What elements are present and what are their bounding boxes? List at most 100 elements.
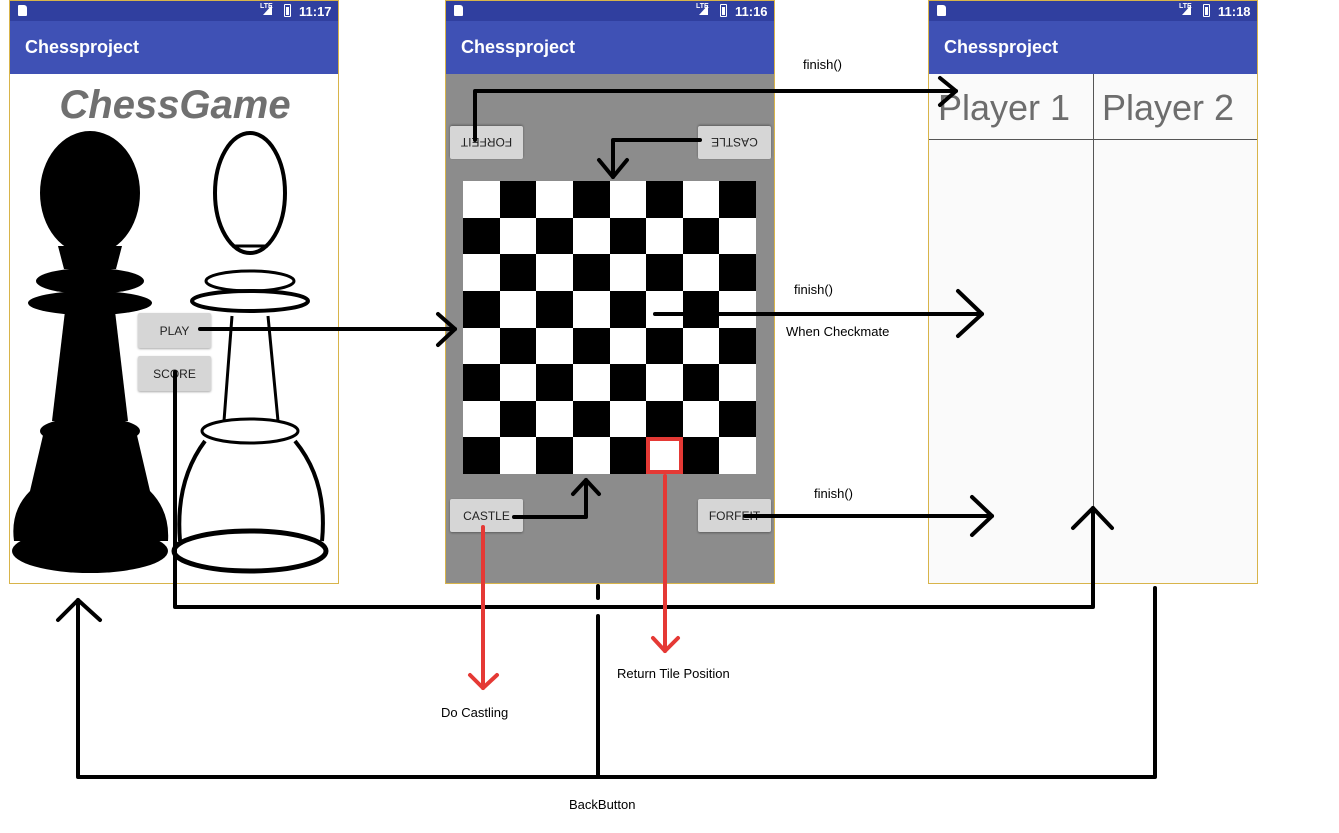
- board-tile[interactable]: [499, 181, 537, 218]
- status-bar: LTE 11:16: [446, 1, 774, 21]
- board-tile[interactable]: [609, 290, 647, 328]
- signal-icon: [699, 5, 708, 15]
- board-tile[interactable]: [499, 364, 537, 401]
- board-tile[interactable]: [682, 217, 720, 255]
- board-tile[interactable]: [682, 181, 720, 218]
- board-tile[interactable]: [719, 327, 756, 365]
- board-tile[interactable]: [499, 290, 537, 328]
- sd-card-icon: [454, 5, 463, 16]
- board-tile[interactable]: [682, 400, 720, 438]
- board-tile[interactable]: [463, 290, 500, 328]
- board-tile[interactable]: [536, 254, 573, 291]
- app-bar: Chessproject: [446, 21, 774, 74]
- board-tile[interactable]: [719, 290, 756, 328]
- column-divider: [1093, 74, 1094, 583]
- board-tile[interactable]: [646, 290, 683, 328]
- board-tile[interactable]: [536, 437, 573, 474]
- play-button[interactable]: PLAY: [138, 313, 211, 348]
- board-tile[interactable]: [536, 327, 573, 365]
- board-tile[interactable]: [572, 217, 610, 255]
- board-tile[interactable]: [536, 364, 573, 401]
- when-checkmate-label: When Checkmate: [786, 324, 890, 339]
- back-button-arrow: [76, 586, 1157, 779]
- board-tile[interactable]: [719, 254, 756, 291]
- do-castling-label: Do Castling: [441, 705, 509, 720]
- status-bar: LTE 11:18: [929, 1, 1257, 21]
- battery-icon: [284, 4, 291, 17]
- return-tile-position-label: Return Tile Position: [617, 666, 730, 681]
- board-tile[interactable]: [499, 217, 537, 255]
- board-tile[interactable]: [609, 437, 647, 474]
- app-title: Chessproject: [461, 37, 576, 57]
- board-tile[interactable]: [499, 327, 537, 365]
- board-tile[interactable]: [682, 254, 720, 291]
- status-time: 11:16: [735, 4, 768, 19]
- board-tile[interactable]: [572, 181, 610, 218]
- top-castle-button[interactable]: CASTLE: [698, 126, 771, 159]
- board-tile[interactable]: [682, 437, 720, 474]
- board-tile[interactable]: [572, 254, 610, 291]
- board-tile[interactable]: [463, 254, 500, 291]
- board-tile[interactable]: [609, 217, 647, 255]
- bottom-castle-button[interactable]: CASTLE: [450, 499, 523, 532]
- status-time: 11:17: [299, 4, 332, 19]
- board-tile[interactable]: [646, 400, 683, 438]
- signal-icon: [263, 5, 272, 15]
- board-tile[interactable]: [499, 400, 537, 438]
- board-tile[interactable]: [536, 181, 573, 218]
- board-tile[interactable]: [609, 400, 647, 438]
- board-tile[interactable]: [609, 327, 647, 365]
- bottom-forfeit-button[interactable]: FORFEIT: [698, 499, 771, 532]
- board-tile[interactable]: [609, 364, 647, 401]
- board-tile[interactable]: [646, 364, 683, 401]
- menu-screen: LTE 11:17 Chessproject ChessGame PLAY SC…: [9, 0, 339, 584]
- board-tile[interactable]: [463, 437, 500, 474]
- board-tile[interactable]: [499, 254, 537, 291]
- board-tile[interactable]: [609, 254, 647, 291]
- board-tile[interactable]: [572, 400, 610, 438]
- battery-icon: [1203, 4, 1210, 17]
- signal-icon: [1182, 5, 1191, 15]
- finish-label-bottom: finish(): [814, 486, 854, 501]
- board-tile[interactable]: [719, 437, 756, 474]
- board-tile[interactable]: [646, 181, 683, 218]
- app-bar: Chessproject: [10, 21, 338, 74]
- board-tile[interactable]: [572, 290, 610, 328]
- top-forfeit-button[interactable]: FORFEIT: [450, 126, 523, 159]
- board-tile[interactable]: [499, 437, 537, 474]
- sd-card-icon: [18, 5, 27, 16]
- chess-board[interactable]: [463, 181, 756, 474]
- board-tile[interactable]: [572, 437, 610, 474]
- back-button-label: BackButton: [569, 797, 636, 812]
- finish-label-middle: finish(): [794, 282, 834, 297]
- board-tile[interactable]: [719, 181, 756, 218]
- board-tile[interactable]: [536, 290, 573, 328]
- board-tile[interactable]: [646, 217, 683, 255]
- board-tile[interactable]: [682, 290, 720, 328]
- board-tile[interactable]: [572, 327, 610, 365]
- board-tile[interactable]: [609, 181, 647, 218]
- board-tile[interactable]: [646, 254, 683, 291]
- black-pawn-image: [12, 131, 169, 573]
- highlighted-tile[interactable]: [646, 437, 683, 474]
- board-tile[interactable]: [719, 217, 756, 255]
- board-tile[interactable]: [682, 327, 720, 365]
- status-bar: LTE 11:17: [10, 1, 338, 21]
- board-tile[interactable]: [536, 217, 573, 255]
- board-tile[interactable]: [463, 364, 500, 401]
- board-tile[interactable]: [682, 364, 720, 401]
- board-tile[interactable]: [719, 400, 756, 438]
- board-tile[interactable]: [646, 327, 683, 365]
- board-tile[interactable]: [463, 327, 500, 365]
- board-tile[interactable]: [463, 217, 500, 255]
- board-tile[interactable]: [572, 364, 610, 401]
- board-tile[interactable]: [463, 181, 500, 218]
- board-tile[interactable]: [463, 400, 500, 438]
- board-tile[interactable]: [536, 400, 573, 438]
- page-title: ChessGame: [59, 83, 291, 127]
- board-tile[interactable]: [719, 364, 756, 401]
- battery-icon: [720, 4, 727, 17]
- player2-header: Player 2: [1102, 87, 1235, 128]
- score-button[interactable]: SCORE: [138, 356, 211, 391]
- finish-label-top: finish(): [803, 57, 843, 72]
